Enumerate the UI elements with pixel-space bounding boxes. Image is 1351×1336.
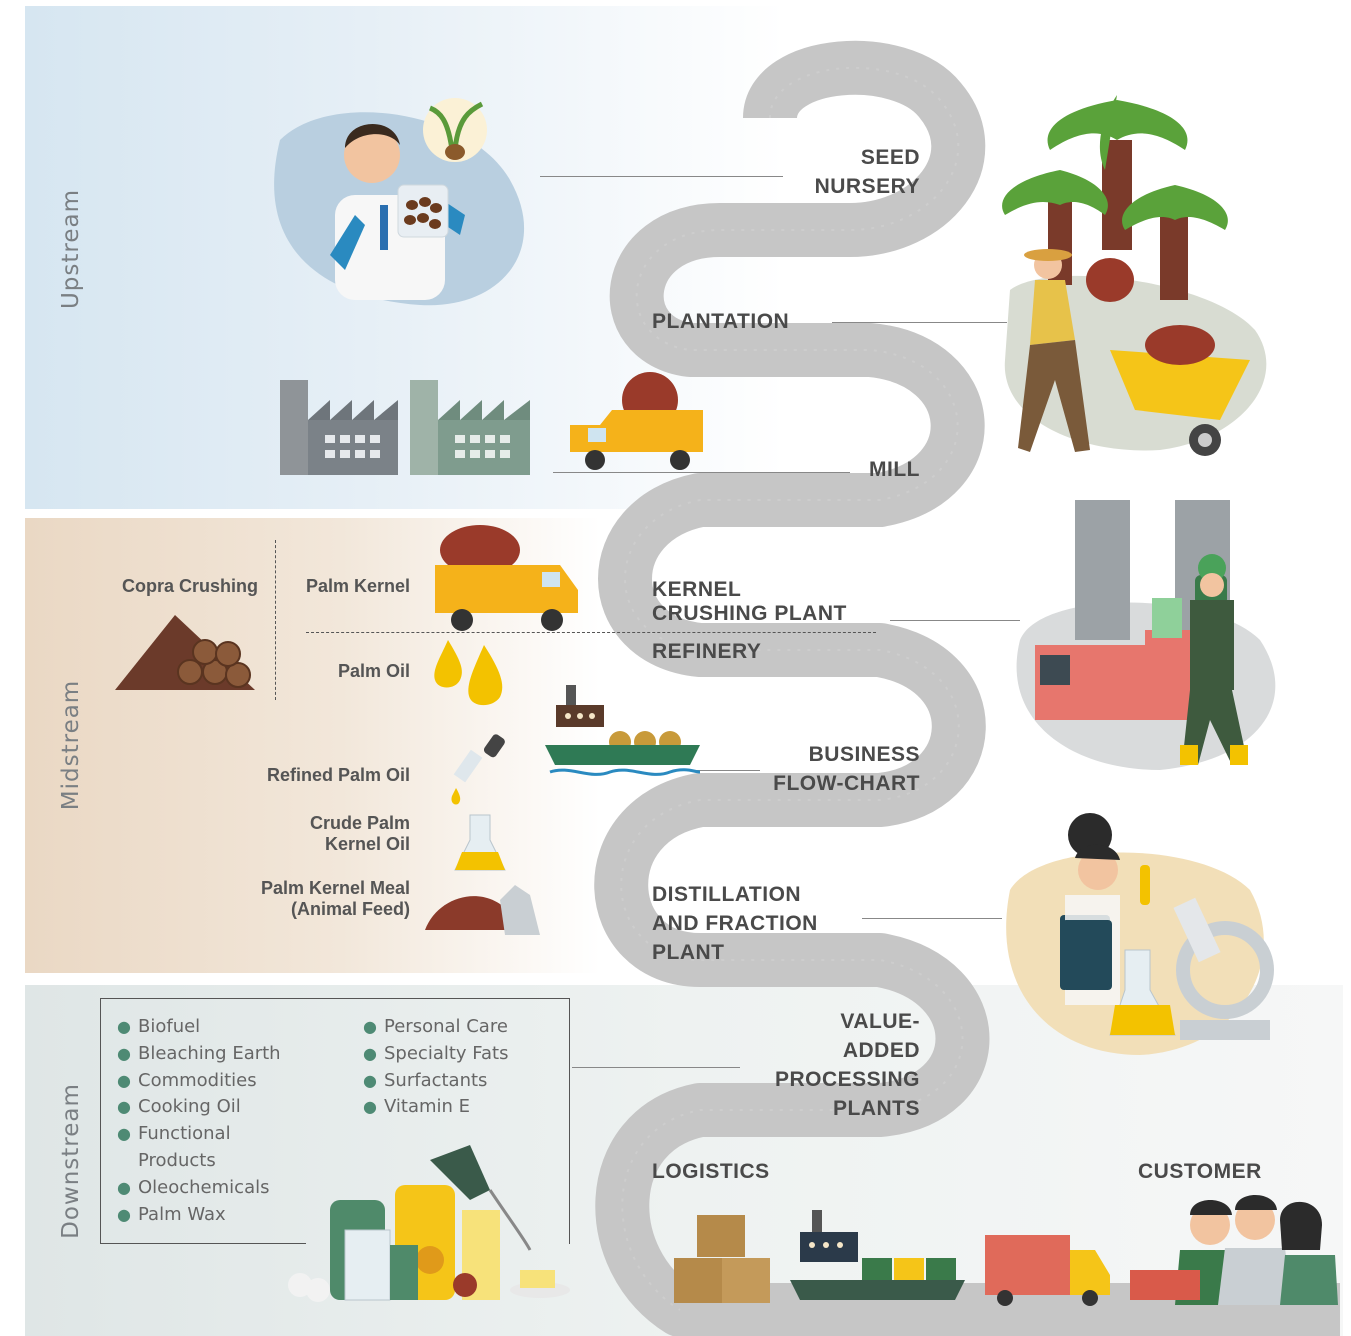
product-item: ●Oleochemicals <box>117 1176 270 1198</box>
seed-connector <box>540 176 783 177</box>
copra-divider <box>275 540 276 700</box>
stage-business-line1: BUSINESS <box>808 743 920 766</box>
scientist-illustration <box>274 98 525 306</box>
dropper-icon <box>451 734 505 805</box>
stage-value-line4: PLANTS <box>833 1097 920 1120</box>
box-bottom-edge <box>100 1243 306 1244</box>
stage-refinery: REFINERY <box>652 640 762 663</box>
stage-kernel-line1: KERNEL <box>652 578 742 601</box>
label-refined-palm-oil: Refined Palm Oil <box>266 765 410 785</box>
crushing-plant-illustration <box>1016 500 1276 770</box>
distillation-illustration <box>1006 813 1274 1055</box>
palm-oil-drops-icon <box>434 640 503 706</box>
stage-plantation: PLANTATION <box>652 310 790 333</box>
stage-distillation-line3: PLANT <box>652 941 725 964</box>
label-pkm-line2: (Animal Feed) <box>290 899 410 919</box>
product-item: ●Surfactants <box>363 1069 488 1091</box>
customers-illustration <box>1130 1195 1338 1305</box>
product-item: ●Palm Wax <box>117 1203 226 1225</box>
label-palm-kernel: Palm Kernel <box>305 576 410 596</box>
downstream-list-col2: ●Personal Care ●Specialty Fats ●Surfacta… <box>362 1014 508 1121</box>
stage-business-flow: BUSINESS FLOW-CHART <box>740 740 920 798</box>
downstream-products-illustration <box>288 1145 570 1302</box>
kernel-connector <box>890 620 1020 621</box>
stage-business-line2: FLOW-CHART <box>773 772 920 795</box>
stage-value-line1: VALUE- <box>840 1010 920 1033</box>
downstream-products-box <box>100 998 570 1244</box>
flask-icon <box>454 814 506 871</box>
factory-illustration <box>280 380 530 475</box>
label-crude-palm-kernel-oil: Crude Palm Kernel Oil <box>230 813 410 855</box>
stage-seed-line2: NURSERY <box>814 175 920 198</box>
stage-value-line2: ADDED <box>842 1039 920 1062</box>
stage-mill: MILL <box>869 458 920 481</box>
label-pkm-line1: Palm Kernel Meal <box>260 878 410 898</box>
business-connector <box>680 770 760 771</box>
value-added-connector <box>572 1067 740 1068</box>
stage-distillation-line1: DISTILLATION <box>652 883 802 906</box>
mill-truck-illustration <box>570 372 703 470</box>
label-cpko-line2: Kernel Oil <box>324 834 410 854</box>
animal-feed-illustration <box>425 885 540 935</box>
container-ship-illustration <box>790 1210 965 1300</box>
product-item: ●Functional <box>117 1123 231 1145</box>
downstream-list-col1: ●Biofuel ●Bleaching Earth ●Commodities ●… <box>116 1014 281 1228</box>
plantation-connector <box>832 322 1007 323</box>
plantation-illustration <box>1002 95 1267 456</box>
product-item: ●Specialty Fats <box>363 1042 509 1064</box>
stage-seed-nursery: SEED NURSERY <box>780 143 920 201</box>
palm-divider <box>306 632 876 633</box>
product-item: ●Commodities <box>117 1069 257 1091</box>
product-item: ●Personal Care <box>363 1016 508 1037</box>
palm-kernel-truck-illustration <box>435 525 578 631</box>
stage-kernel-line2: CRUSHING PLANT <box>652 602 847 625</box>
mill-connector <box>553 472 850 473</box>
copra-pile-illustration <box>115 615 255 690</box>
stage-distillation: DISTILLATION AND FRACTION PLANT <box>652 880 818 967</box>
logistics-boxes-illustration <box>674 1215 770 1303</box>
label-cpko-line1: Crude Palm <box>309 813 410 833</box>
stage-kernel-crushing: KERNEL CRUSHING PLANT <box>652 575 847 628</box>
delivery-truck-illustration <box>985 1235 1110 1306</box>
product-item: ●Bleaching Earth <box>117 1042 281 1064</box>
stage-seed-line1: SEED <box>860 146 920 169</box>
stage-value-line3: PROCESSING <box>774 1068 920 1091</box>
label-palm-oil: Palm Oil <box>337 661 410 681</box>
product-item: ●Cooking Oil <box>117 1096 241 1118</box>
product-item: ●Biofuel <box>117 1016 201 1037</box>
stage-value-added: VALUE- ADDED PROCESSING PLANTS <box>740 1007 920 1123</box>
stage-logistics: LOGISTICS <box>652 1160 770 1183</box>
label-copra-crushing: Copra Crushing <box>121 576 258 596</box>
stage-distillation-line2: AND FRACTION <box>652 912 818 935</box>
label-palm-kernel-meal: Palm Kernel Meal (Animal Feed) <box>200 878 410 920</box>
product-item: ●Vitamin E <box>363 1096 471 1118</box>
distillation-connector <box>862 918 1002 919</box>
ship-illustration <box>545 685 701 776</box>
product-item-continued: Products <box>138 1149 216 1171</box>
stage-customer: CUSTOMER <box>1138 1160 1262 1183</box>
